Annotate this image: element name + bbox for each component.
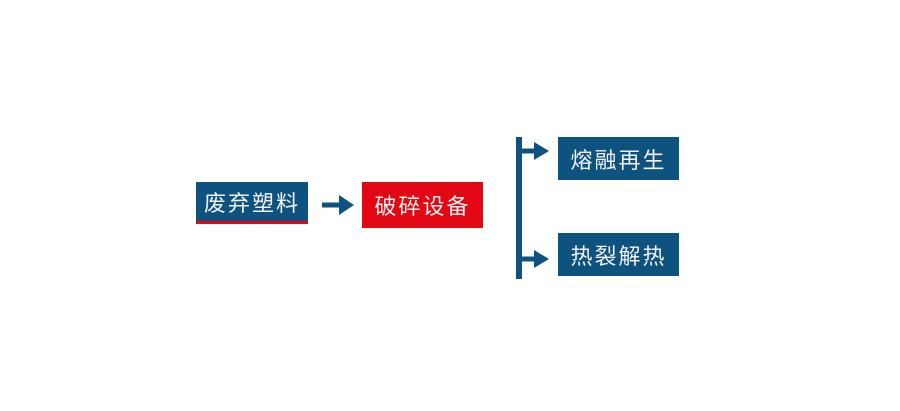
node-melt-regeneration-label: 熔融再生	[570, 148, 667, 174]
node-melt-regeneration: 熔融再生	[558, 137, 679, 180]
node-pyrolysis-label: 热裂解热	[570, 244, 667, 270]
node-pyrolysis: 热裂解热	[558, 233, 679, 276]
node-waste-plastic-label: 废弃塑料	[203, 191, 300, 217]
branch-connector	[516, 137, 549, 279]
node-crushing-equipment: 破碎设备	[362, 182, 483, 228]
arrow-right-icon	[322, 195, 354, 215]
arrow-head	[534, 142, 549, 160]
arrow-head	[534, 250, 549, 268]
node-crushing-equipment-label: 破碎设备	[374, 195, 471, 220]
node-waste-plastic: 废弃塑料	[196, 182, 308, 224]
arrow-right-icon	[519, 142, 549, 160]
arrow-head	[339, 195, 354, 215]
arrow-right-icon	[519, 250, 549, 268]
